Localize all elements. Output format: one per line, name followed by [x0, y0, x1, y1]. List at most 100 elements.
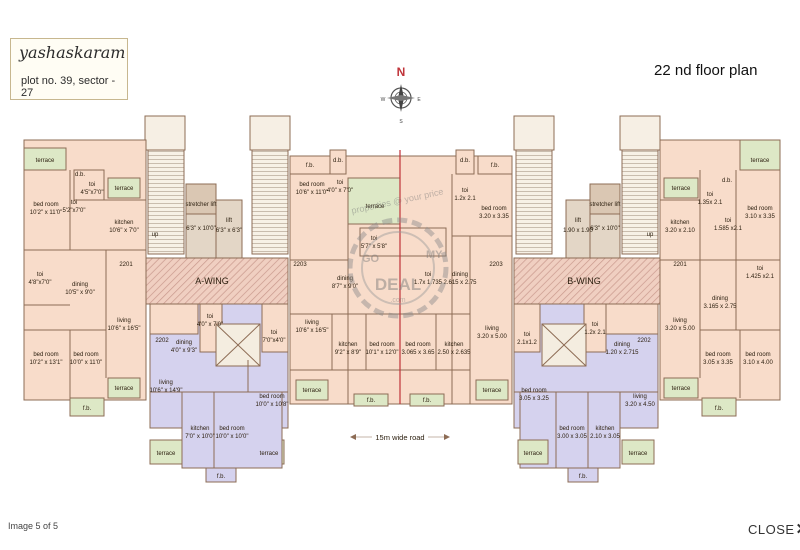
room-dimension: 4'0" x 7'0" [327, 188, 353, 194]
room-label: bed room [299, 182, 324, 188]
room-dimension: 6'3" x 10'0" [590, 226, 620, 232]
room-label: toi [707, 192, 713, 198]
room-label: toi [207, 314, 213, 320]
room-label: bed room [33, 202, 58, 208]
room-dimension: 3.10 x 3.35 [745, 214, 775, 220]
room-dimension: 2.50 x 2.635 [437, 350, 471, 356]
room-dimension: 10'0" x 10'0" [216, 434, 249, 440]
room-dimension: 2.615 x 2.75 [443, 280, 477, 286]
compass-north: N [397, 65, 406, 79]
room-dimension: 10'6" x 11'0" [296, 190, 328, 196]
room-label: terrace [115, 386, 134, 392]
room-label: kitchen [670, 220, 689, 226]
room-label: terrace [751, 158, 770, 164]
compass-west: W [381, 97, 386, 103]
room-dimension: 3.20 x 2.10 [665, 228, 695, 234]
watermark-logo-deal: DEAL [375, 275, 421, 294]
room-label: dining [614, 342, 630, 348]
room-label: bed room [369, 342, 394, 348]
room-label: d.b. [333, 158, 343, 164]
room-dimension: 1.585 x2.1 [714, 226, 743, 232]
room-label: toi [462, 188, 468, 194]
wing-label: B-WING [567, 276, 601, 286]
room-label: f.b. [491, 163, 500, 169]
room-dimension: 10'6" x 16'5" [296, 328, 329, 334]
room-label: toi [725, 218, 731, 224]
room-dimension: 2.10 x 3.05 [590, 434, 620, 440]
floor-plan-title: 22 nd floor plan [654, 62, 758, 79]
flat-number: 2202 [155, 338, 169, 344]
room-label: terrace [524, 451, 543, 457]
room-dimension: 1.35x 2.1 [698, 200, 723, 206]
flat-number: 2201 [119, 262, 133, 268]
room-dimension: 8'7" x 9'0" [332, 284, 358, 290]
room-dimension: 10'2" x 11'0" [30, 210, 62, 216]
room-label: kitchen [114, 220, 133, 226]
room-label: bed room [705, 352, 730, 358]
room-label: up [647, 232, 654, 238]
room-dimension: 4'8"x7'0" [29, 280, 52, 286]
room-label: living [117, 318, 131, 324]
room-label: lift [226, 218, 232, 224]
flat-number: 2201 [673, 262, 687, 268]
watermark-logo-go: GO [362, 253, 380, 265]
room-dimension: 3.20 x 3.35 [479, 214, 509, 220]
room-label: up [152, 232, 159, 238]
room-dimension: 1.2x 2.1 [584, 330, 606, 336]
room-dimension: 1.425 x2.1 [746, 274, 775, 280]
room-label: f.b. [306, 163, 315, 169]
a-wing-plan [23, 115, 403, 483]
b-wing-plan [399, 115, 781, 483]
room-label: f.b. [579, 474, 588, 480]
room-label: bed room [747, 206, 772, 212]
wing-label: A-WING [195, 276, 229, 286]
room-label: bed room [259, 394, 284, 400]
room-label: kitchen [190, 426, 209, 432]
room-label: toi [271, 330, 277, 336]
close-button[interactable]: CLOSE✕ [748, 520, 800, 538]
room-dimension: 10'5" x 9'0" [65, 290, 95, 296]
room-label: toi [425, 272, 431, 278]
room-label: toi [37, 272, 43, 278]
close-label: CLOSE [748, 522, 795, 537]
room-dimension: 10'0" x 10'8" [256, 402, 289, 408]
room-dimension: 7'0" x 10'0" [185, 434, 215, 440]
room-label: bed room [405, 342, 430, 348]
room-label: bed room [33, 352, 58, 358]
room-label: bed room [745, 352, 770, 358]
room-label: bed room [481, 206, 506, 212]
project-title-box: yashaskaram plot no. 39, sector - 27 [10, 38, 128, 100]
room-dimension: 6'3" x 10'0" [186, 226, 216, 232]
room-label: bed room [73, 352, 98, 358]
room-dimension: 3.05 x 3.35 [703, 360, 733, 366]
room-dimension: 6'3" x 6'3" [216, 228, 242, 234]
room-dimension: 10'1" x 12'0" [366, 350, 399, 356]
room-dimension: 5'7" x 5'8" [361, 244, 387, 250]
room-label: stretcher lift [185, 202, 216, 208]
room-dimension: 10'0" x 11'0" [70, 360, 102, 366]
room-label: toi [89, 182, 95, 188]
plot-number: plot no. 39, sector - 27 [21, 75, 116, 99]
room-label: dining [712, 296, 728, 302]
room-label: terrace [260, 451, 279, 457]
room-label: dining [72, 282, 88, 288]
close-icon: ✕ [796, 521, 800, 538]
room-label: stretcher lift [589, 202, 620, 208]
room-dimension: 1.2x 2.1 [454, 196, 476, 202]
room-dimension: 9'2" x 8'9" [335, 350, 361, 356]
room-label: terrace [157, 451, 176, 457]
flat-number: 2203 [489, 262, 503, 268]
room-label: bed room [559, 426, 584, 432]
room-dimension: 4'5"x7'0" [81, 190, 104, 196]
road-annotation: 15m wide road [350, 431, 450, 443]
room-label: f.b. [715, 406, 724, 412]
compass-icon: N W E S [381, 65, 422, 125]
flat-number: 2202 [637, 338, 651, 344]
room-label: f.b. [367, 398, 376, 404]
room-label: living [159, 380, 173, 386]
room-dimension: 10'6" x 7'0" [109, 228, 139, 234]
room-label: dining [337, 276, 353, 282]
room-label: toi [337, 180, 343, 186]
room-label: toi [71, 200, 77, 206]
room-dimension: 10'6" x 14'9" [150, 388, 183, 394]
